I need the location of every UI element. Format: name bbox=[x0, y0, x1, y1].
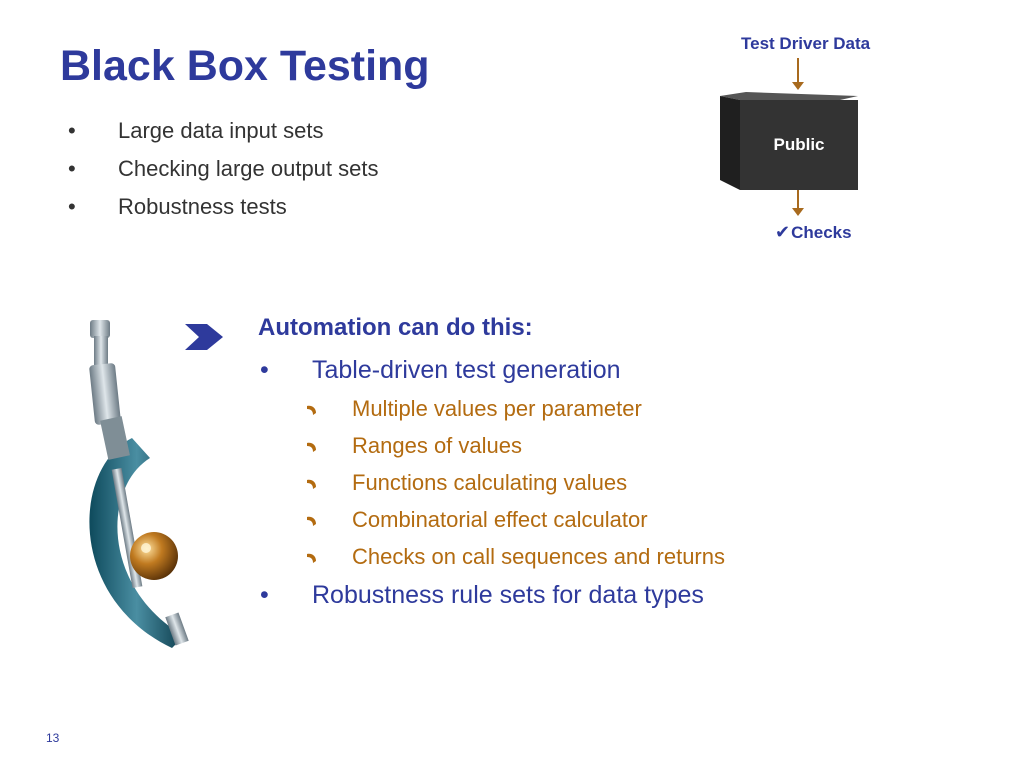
curved-bullet-icon bbox=[306, 470, 352, 496]
curved-bullet-icon bbox=[306, 396, 352, 422]
curved-bullet-icon bbox=[306, 507, 352, 533]
input-arrow-head bbox=[792, 82, 804, 90]
output-arrow-line bbox=[797, 190, 799, 208]
input-arrow-line bbox=[797, 58, 799, 82]
micrometer-caliper-icon bbox=[89, 320, 189, 648]
curved-bullet-icon bbox=[306, 544, 352, 570]
automation-item: • Table-driven test generation bbox=[260, 355, 621, 384]
bullet-item: •Checking large output sets bbox=[68, 156, 379, 181]
automation-section: Automation can do this: • Table-driven t… bbox=[258, 310, 725, 615]
automation-heading: Automation can do this: bbox=[258, 314, 533, 341]
bullet-item: •Robustness tests bbox=[68, 194, 287, 219]
sub-list: Multiple values per parameter Ranges of … bbox=[258, 390, 725, 575]
sub-item: Ranges of values bbox=[306, 427, 725, 464]
sub-item: Checks on call sequences and returns bbox=[306, 538, 725, 575]
output-arrow-head bbox=[792, 208, 804, 216]
sub-item: Functions calculating values bbox=[306, 464, 725, 501]
page-number: 13 bbox=[46, 731, 60, 745]
bullet-list: •Large data input sets •Checking large o… bbox=[68, 116, 379, 230]
sub-item: Combinatorial effect calculator bbox=[306, 501, 725, 538]
black-box-diagram: Test Driver Data Public ✔ Checks bbox=[715, 30, 915, 250]
public-label: Public bbox=[773, 135, 825, 154]
bullet-item: •Large data input sets bbox=[68, 118, 324, 143]
checks-label: ✔ Checks bbox=[775, 222, 852, 242]
automation-item: • Robustness rule sets for data types bbox=[260, 580, 704, 609]
black-box-icon bbox=[720, 92, 858, 190]
check-icon: ✔ bbox=[775, 222, 791, 242]
chevron-right-icon bbox=[185, 324, 223, 350]
curved-bullet-icon bbox=[306, 433, 352, 459]
slide-title: Black Box Testing bbox=[60, 42, 430, 90]
test-driver-data-label: Test Driver Data bbox=[741, 34, 871, 53]
sub-item: Multiple values per parameter bbox=[306, 390, 725, 427]
